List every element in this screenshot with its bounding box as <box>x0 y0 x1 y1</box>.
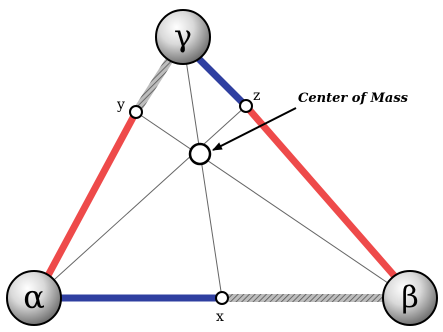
point-z-label: z <box>253 88 260 104</box>
point-x-marker <box>215 291 229 305</box>
vertex-gamma: γ <box>155 9 211 65</box>
vertex-gamma-ball <box>155 9 211 65</box>
triangle-edges <box>40 53 401 302</box>
vertex-beta-ball <box>382 270 438 326</box>
edge-gamma-z-blue <box>193 53 249 109</box>
point-x-label: x <box>216 309 224 325</box>
edge-gamma-y-hatched <box>132 53 176 115</box>
edge-points <box>129 99 253 305</box>
vertex-beta-label: β <box>401 281 418 316</box>
edge-z-beta-red <box>243 103 401 283</box>
center-of-mass-arrow <box>212 107 297 151</box>
point-y-marker <box>129 105 143 119</box>
point-y-label: y <box>116 97 125 113</box>
point-z-marker <box>239 99 253 113</box>
line-alpha-to-z <box>33 105 247 299</box>
vertex-alpha-label: α <box>23 278 45 316</box>
vertex-beta: β <box>382 270 438 326</box>
edge-y-alpha-red <box>40 110 140 285</box>
vertex-gamma-label: γ <box>174 20 192 55</box>
center-of-mass-marker <box>188 142 212 166</box>
interior-lines <box>33 39 411 299</box>
line-beta-to-y <box>135 111 411 299</box>
center-of-mass-label: Center of Mass <box>298 91 409 106</box>
line-gamma-to-x <box>182 39 223 299</box>
vertex-alpha-ball <box>6 270 62 326</box>
vertex-alpha: α <box>6 270 62 326</box>
